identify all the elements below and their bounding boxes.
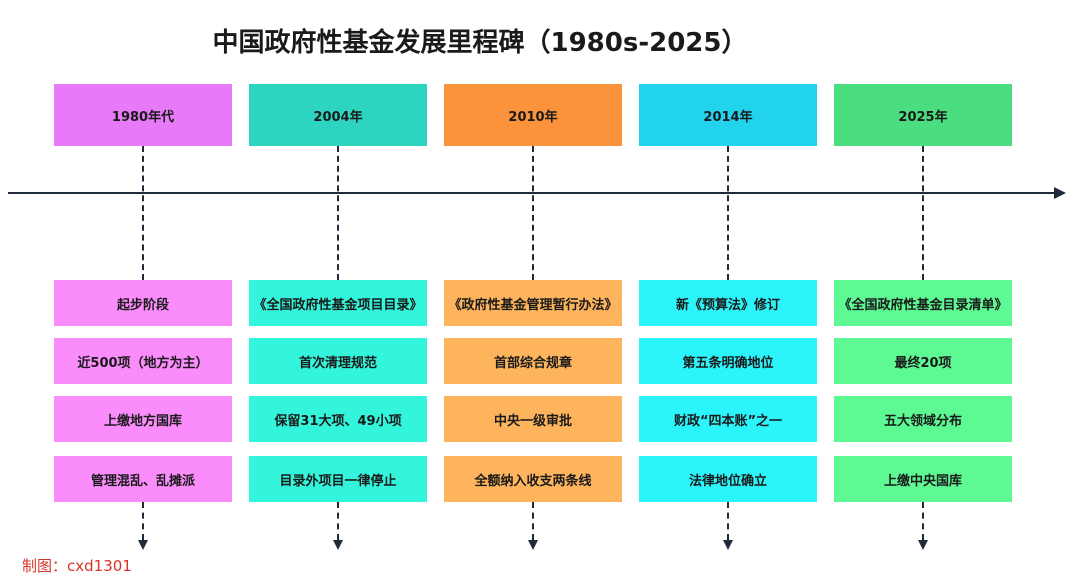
milestone-detail-box: 五大领域分布 — [834, 396, 1012, 442]
connector-dashed-line — [142, 146, 144, 280]
milestone-detail-box: 近500项（地方为主） — [54, 338, 232, 384]
connector-dashed-line — [532, 146, 534, 280]
milestone-detail-box: 管理混乱、乱摊派 — [54, 456, 232, 502]
milestone-detail-box: 上缴中央国库 — [834, 456, 1012, 502]
milestone-detail-box: 新《预算法》修订 — [639, 280, 817, 326]
credit-text: 制图：cxd1301 — [22, 557, 132, 575]
milestone-column: 2014年新《预算法》修订第五条明确地位财政“四本账”之一法律地位确立 — [639, 0, 817, 586]
timeline-arrow-icon — [1054, 187, 1066, 199]
milestone-detail-box: 中央一级审批 — [444, 396, 622, 442]
milestone-detail-box: 《政府性基金管理暂行办法》 — [444, 280, 622, 326]
milestone-detail-box: 目录外项目一律停止 — [249, 456, 427, 502]
connector-dashed-line — [337, 502, 339, 540]
milestone-year-box: 2010年 — [444, 84, 622, 146]
connector-dashed-line — [142, 502, 144, 540]
connector-dashed-line — [922, 502, 924, 540]
milestone-detail-box: 首次清理规范 — [249, 338, 427, 384]
milestone-detail-box: 保留31大项、49小项 — [249, 396, 427, 442]
connector-dashed-line — [532, 502, 534, 540]
milestone-column: 1980年代起步阶段近500项（地方为主） 上缴地方国库管理混乱、乱摊派 — [54, 0, 232, 586]
arrow-down-icon — [723, 540, 733, 550]
arrow-down-icon — [528, 540, 538, 550]
milestone-year-box: 2025年 — [834, 84, 1012, 146]
milestone-detail-box: 首部综合规章 — [444, 338, 622, 384]
milestone-detail-box: 《全国政府性基金目录清单》 — [834, 280, 1012, 326]
diagram-title: 中国政府性基金发展里程碑（1980s-2025） — [212, 28, 748, 58]
milestone-detail-box: 上缴地方国库 — [54, 396, 232, 442]
milestone-detail-box: 《全国政府性基金项目目录》 — [249, 280, 427, 326]
milestone-year-box: 2004年 — [249, 84, 427, 146]
milestone-year-box: 2014年 — [639, 84, 817, 146]
milestone-detail-box: 第五条明确地位 — [639, 338, 817, 384]
connector-dashed-line — [727, 502, 729, 540]
connector-dashed-line — [922, 146, 924, 280]
connector-dashed-line — [337, 146, 339, 280]
milestone-column: 2004年《全国政府性基金项目目录》首次清理规范保留31大项、49小项目录外项目… — [249, 0, 427, 586]
milestone-detail-box: 法律地位确立 — [639, 456, 817, 502]
arrow-down-icon — [138, 540, 148, 550]
milestone-year-box: 1980年代 — [54, 84, 232, 146]
milestone-column: 2025年《全国政府性基金目录清单》最终20项五大领域分布上缴中央国库 — [834, 0, 1012, 586]
milestone-detail-box: 起步阶段 — [54, 280, 232, 326]
milestone-detail-box: 财政“四本账”之一 — [639, 396, 817, 442]
arrow-down-icon — [333, 540, 343, 550]
milestone-detail-box: 全额纳入收支两条线 — [444, 456, 622, 502]
arrow-down-icon — [918, 540, 928, 550]
connector-dashed-line — [727, 146, 729, 280]
milestone-column: 2010年《政府性基金管理暂行办法》首部综合规章中央一级审批全额纳入收支两条线 — [444, 0, 622, 586]
milestone-detail-box: 最终20项 — [834, 338, 1012, 384]
